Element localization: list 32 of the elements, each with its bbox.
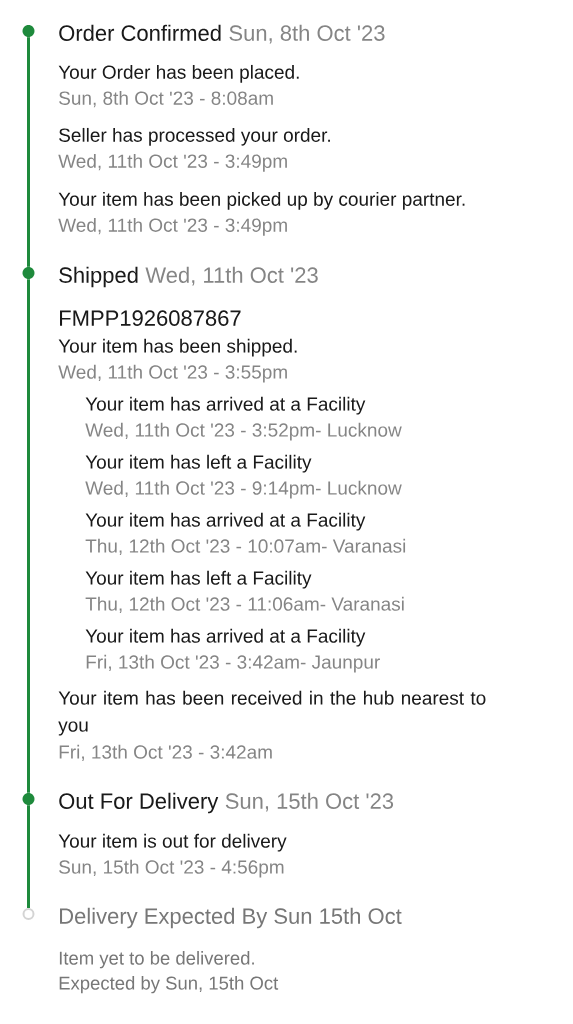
timestamp: Sun, 15th Oct '23 - 4:56pm (59, 859, 284, 878)
stage-heading: Order Confirmed (59, 24, 221, 41)
timestamp: Wed, 11th Oct '23 - 3:49pm (58, 217, 287, 236)
timestamp: Thu, 12th Oct '23 - 10:07am- Varanasi (85, 538, 406, 556)
timestamp: Sun, 8th Oct '23 - 8:08am (59, 90, 273, 108)
status-text: Your item has left a Facility (85, 454, 312, 473)
stage-date: Sun, 15th Oct '23 (225, 792, 394, 812)
stage-heading: Out For Delivery (59, 792, 219, 814)
stage-date: Wed, 11th Oct '23 (145, 266, 318, 286)
status-text: Your item has arrived at a Facility (85, 512, 366, 531)
stage-heading: Shipped (59, 266, 138, 288)
timestamp: Wed, 11th Oct '23 - 3:52pm- Lucknow (85, 422, 402, 441)
status-text: Expected by Sun, 15th Oct (59, 976, 279, 994)
status-text: Your item is out for delivery (58, 833, 287, 852)
status-text: Your item has left a Facility (85, 570, 312, 589)
tracking-number: FMPP1926087867 (60, 310, 241, 326)
timestamp: Fri, 13th Oct '23 - 3:42am (59, 744, 272, 762)
status-text: Your item has been shipped. (58, 338, 297, 357)
timeline-line (27, 37, 30, 267)
status-text: Your item has arrived at a Facility (85, 396, 366, 415)
timestamp: Wed, 11th Oct '23 - 3:55pm (58, 364, 287, 383)
timeline-line (27, 805, 30, 908)
timeline-line (27, 279, 30, 793)
stage-date: Sun, 8th Oct '23 (229, 24, 385, 44)
status-text: Seller has processed your order. (59, 127, 330, 146)
timestamp: Wed, 11th Oct '23 - 3:49pm (58, 153, 287, 172)
timestamp: Fri, 13th Oct '23 - 3:42am- Jaunpur (86, 654, 380, 673)
stage-heading: Delivery Expected By Sun 15th Oct (60, 907, 402, 929)
timestamp: Thu, 12th Oct '23 - 11:06am- Varanasi (85, 596, 404, 614)
status-ring (22, 908, 35, 920)
status-text: Your item has arrived at a Facility (85, 628, 366, 647)
timestamp: Wed, 11th Oct '23 - 9:14pm- Lucknow (85, 480, 402, 499)
